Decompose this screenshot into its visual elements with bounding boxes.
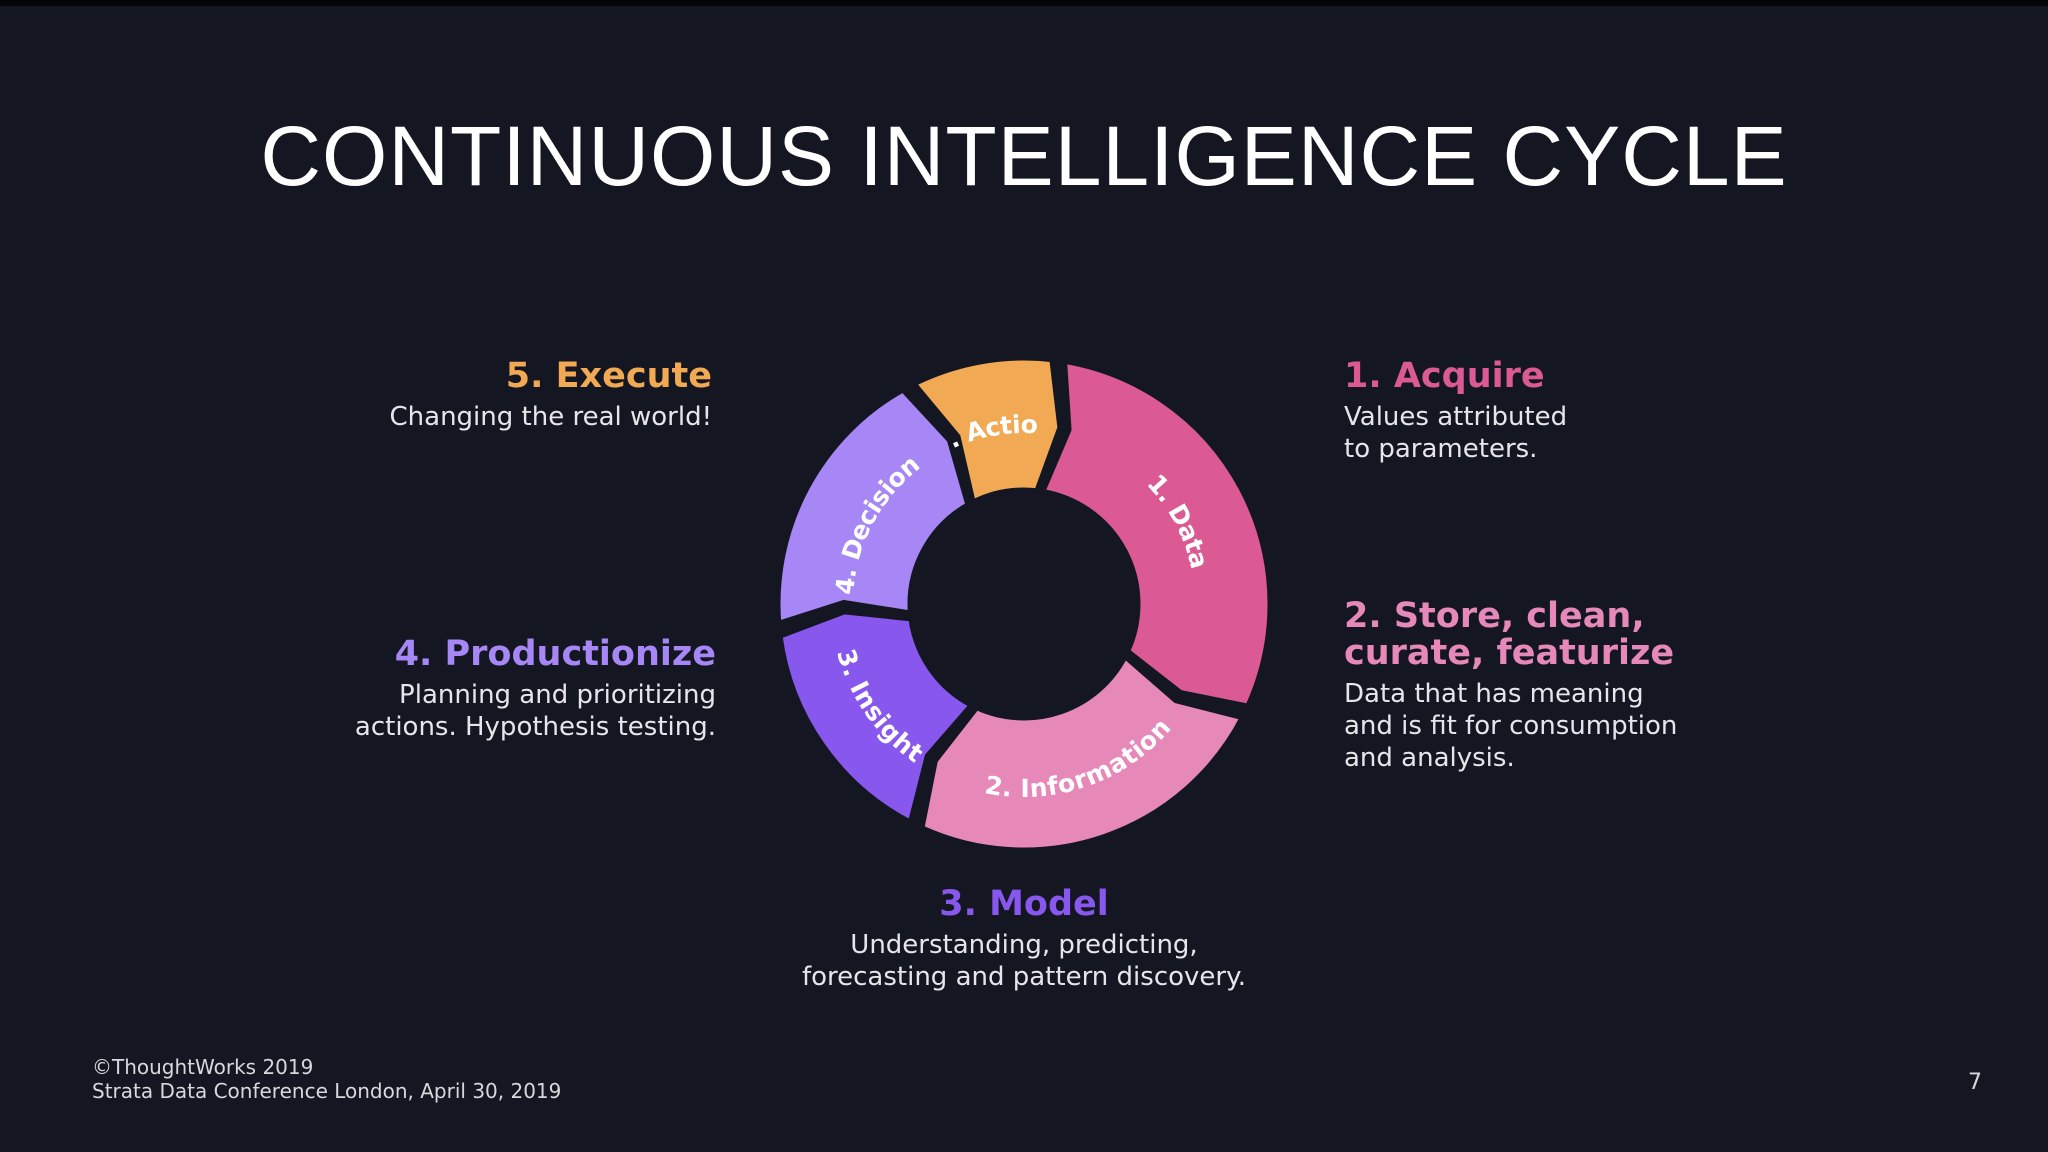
footer: ©ThoughtWorks 2019 Strata Data Conferenc… (92, 1055, 561, 1103)
step-model: 3. Model Understanding, predicting, fore… (724, 886, 1324, 993)
step-store-heading-line: 2. Store, clean, (1344, 596, 1645, 636)
step-execute-description: Changing the real world! (320, 401, 713, 433)
step-acquire-desc-line: Values attributed (1344, 402, 1568, 432)
step-store-heading: 2. Store, clean, curate, featurize (1344, 598, 1784, 672)
step-model-desc-line: forecasting and pattern discovery. (801, 962, 1247, 992)
page-number: 7 (1968, 1070, 1982, 1095)
cycle-segment-insight (777, 609, 974, 825)
step-store-heading-line: curate, featurize (1344, 633, 1675, 673)
cycle-segment-decision (775, 387, 971, 626)
step-acquire-desc-line: to parameters. (1344, 434, 1538, 464)
step-model-description: Understanding, predicting, forecasting a… (724, 929, 1324, 993)
footer-event: Strata Data Conference London, April 30,… (92, 1079, 562, 1103)
step-productionize: 4. Productionize Planning and prioritizi… (300, 636, 716, 743)
step-acquire-heading: 1. Acquire (1344, 356, 1545, 396)
footer-copyright: ©ThoughtWorks 2019 (92, 1055, 314, 1079)
step-model-heading: 3. Model (939, 884, 1109, 924)
step-acquire-description: Values attributed to parameters. (1344, 401, 1764, 465)
step-store: 2. Store, clean, curate, featurize Data … (1344, 598, 1784, 774)
cycle-segment-action (911, 355, 1063, 505)
step-acquire: 1. Acquire Values attributed to paramete… (1344, 358, 1764, 465)
top-border (0, 0, 2048, 6)
step-execute-desc-line: Changing the real world! (389, 402, 713, 432)
slide-title: CONTINUOUS INTELLIGENCE CYCLE (260, 109, 1788, 203)
step-productionize-heading: 4. Productionize (394, 634, 716, 674)
step-store-desc-line: and is fit for consumption (1344, 711, 1678, 741)
step-productionize-desc-line: actions. Hypothesis testing. (354, 712, 716, 742)
step-productionize-description: Planning and prioritizing actions. Hypot… (300, 679, 716, 743)
step-model-desc-line: Understanding, predicting, (850, 930, 1198, 960)
cycle-segment-data (1040, 358, 1273, 709)
cycle-segment-information (919, 654, 1245, 853)
step-execute-heading: 5. Execute (505, 356, 712, 396)
step-store-desc-line: and analysis. (1344, 743, 1515, 773)
step-execute: 5. Execute Changing the real world! (320, 356, 713, 433)
step-productionize-desc-line: Planning and prioritizing (399, 680, 716, 710)
step-store-description: Data that has meaning and is fit for con… (1344, 678, 1784, 774)
step-store-desc-line: Data that has meaning (1344, 679, 1644, 709)
